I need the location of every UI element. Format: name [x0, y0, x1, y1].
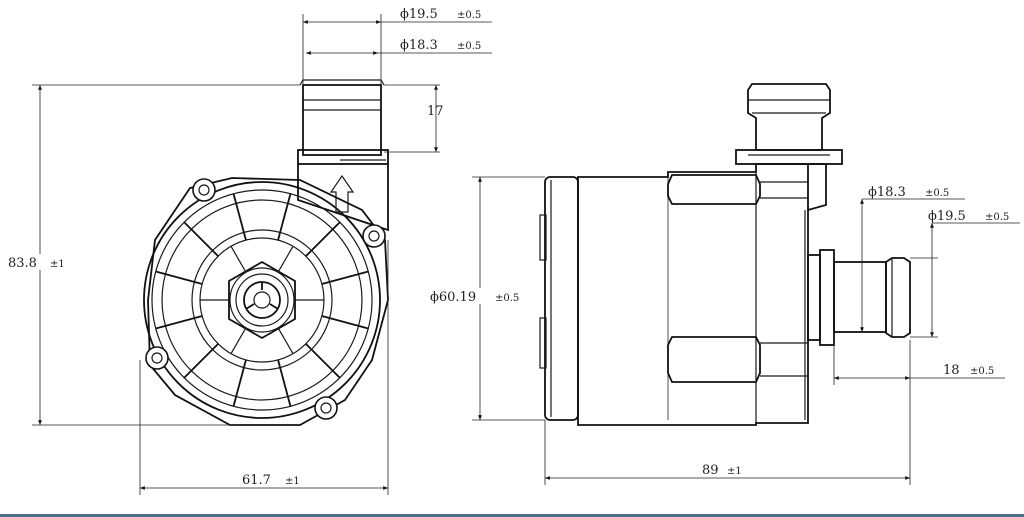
- rib-line: [155, 315, 203, 330]
- dim-outlet-inner-tolerance: ±0.5: [457, 41, 481, 52]
- dim-inlet-length-tolerance: ±0.5: [970, 366, 994, 377]
- rib-line: [277, 193, 292, 241]
- side-inlet-nozzle: [807, 249, 911, 346]
- rib-line: [232, 359, 247, 407]
- inner-rib-line: [277, 328, 294, 354]
- rib-line: [305, 221, 341, 257]
- dim-overall-height-value: 83.8: [8, 256, 37, 271]
- front-ribs: [155, 193, 369, 407]
- dim-outlet-inner-value: ϕ18.3: [400, 38, 438, 53]
- inner-rib-line: [230, 328, 247, 354]
- dim-overall-height-tolerance: ±1: [50, 259, 65, 270]
- front-dimensions: ϕ19.5 ±0.5 ϕ18.3 ±0.5 17 83.8 ±1 61.7 ±1: [8, 7, 492, 495]
- rib-line: [321, 270, 369, 285]
- dim-overall-width-value: 61.7: [242, 473, 271, 488]
- dim-inlet-length-value: 18: [943, 363, 960, 378]
- dim-inlet-inner-tolerance: ±0.5: [925, 188, 949, 199]
- dim-outlet-outer-value: ϕ19.5: [400, 7, 438, 22]
- mounting-ear-top-left: [192, 178, 216, 202]
- dim-nozzle-length-value: 17: [427, 104, 444, 119]
- rib-line: [321, 315, 369, 330]
- rib-line: [305, 343, 341, 379]
- side-body: [577, 163, 809, 426]
- inner-rib-line: [230, 246, 247, 272]
- rib-line: [183, 221, 219, 257]
- front-view: [143, 79, 389, 426]
- side-view: [539, 83, 911, 426]
- dim-outlet-outer-tolerance: ±0.5: [457, 10, 481, 21]
- side-outlet-nozzle: [735, 83, 843, 211]
- side-dimensions: ϕ60.19 ±0.5 ϕ18.3 ±0.5 ϕ19.5 ±0.5 18 ±0.…: [428, 176, 1020, 485]
- front-hub: [228, 260, 296, 340]
- mounting-ear-bottom-left: [145, 346, 169, 370]
- rib-line: [232, 193, 247, 241]
- bottom-border: [0, 514, 1024, 517]
- dim-overall-width-tolerance: ±1: [285, 476, 300, 487]
- inner-rib-line: [277, 246, 294, 272]
- rib-line: [277, 359, 292, 407]
- flow-arrow-icon: [329, 174, 355, 213]
- front-housing: [143, 177, 389, 426]
- dim-overall-depth-tolerance: ±1: [727, 466, 742, 477]
- dim-body-diameter-tolerance: ±0.5: [495, 293, 519, 304]
- side-flange: [539, 176, 579, 421]
- dim-inlet-inner-value: ϕ18.3: [868, 185, 906, 200]
- dim-inlet-outer-value: ϕ19.5: [928, 209, 966, 224]
- dim-body-diameter-value: ϕ60.19: [430, 290, 476, 305]
- rib-line: [155, 270, 203, 285]
- mounting-ear-bottom-right: [314, 396, 338, 420]
- rib-line: [183, 343, 219, 379]
- front-outlet-nozzle: [297, 79, 389, 232]
- mounting-ear-right: [362, 224, 386, 248]
- dim-inlet-outer-tolerance: ±0.5: [985, 212, 1009, 223]
- dim-overall-depth-value: 89: [702, 463, 719, 478]
